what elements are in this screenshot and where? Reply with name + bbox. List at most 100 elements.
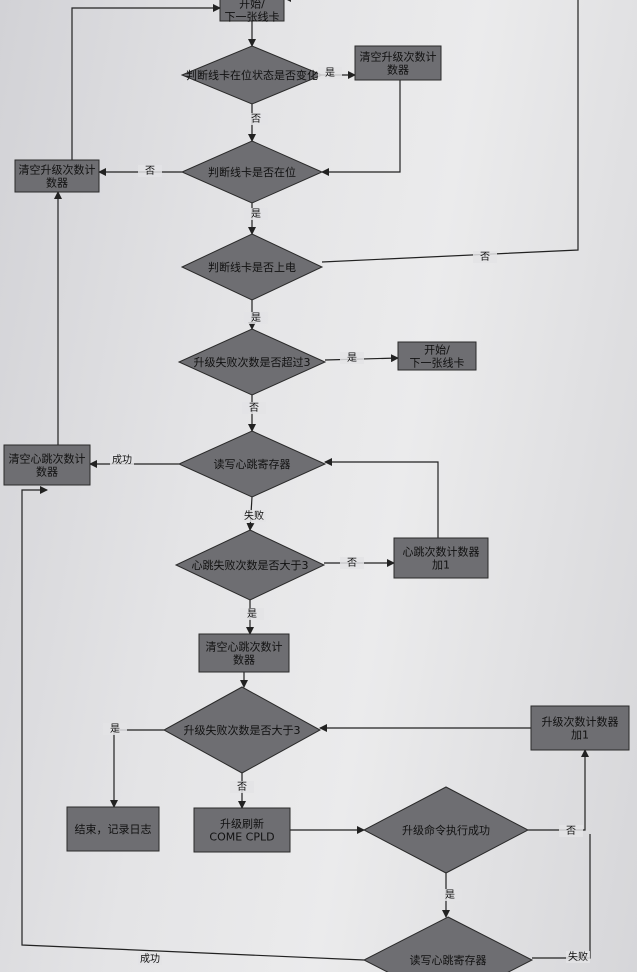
clear-heartbeat-counter-box: [198, 633, 290, 673]
connector-16: [324, 458, 439, 538]
decision-rw-heartbeat-register-2: 读写心跳寄存器: [362, 916, 534, 972]
decision-upgrade-fail-over-3-label: 升级失败次数是否超过3: [194, 355, 311, 369]
edge-label-bg: [318, 67, 342, 79]
decision-card-state-changed: 判断线卡在位状态是否变化: [180, 45, 324, 105]
start-next-card-top-box: [219, 0, 285, 22]
edge-label-yes: 是: [247, 608, 257, 620]
heartbeat-counter-increment-label: 加1: [432, 559, 450, 572]
decision-card-state-changed-label: 判断线卡在位状态是否变化: [186, 68, 318, 82]
decision-heartbeat-fail-over-3-diamond: [174, 529, 326, 601]
upgrade-counter-increment-box: [530, 705, 630, 751]
start-next-card: 开始/下一张线卡: [397, 341, 477, 371]
connector-20: [110, 729, 164, 808]
edge-label-bg: [244, 312, 268, 324]
clear-upgrade-counter-left-box: [14, 159, 100, 193]
edge-label-no: 否: [251, 113, 261, 125]
edge-label-bg: [566, 951, 590, 963]
decision-heartbeat-fail-over-3-label: 心跳失败次数是否大于3: [192, 558, 309, 572]
clear-upgrade-counter-top-label: 数器: [387, 64, 409, 77]
edge-label-yes: 是: [251, 312, 261, 324]
edge-label-bg: [138, 165, 162, 177]
edge-label-bg: [244, 208, 268, 220]
decision-upgrade-command-ok: 升级命令执行成功: [362, 786, 530, 874]
heartbeat-counter-increment-label: 心跳次数计数器: [403, 545, 480, 559]
edge-label-yes: 是: [110, 723, 120, 735]
decision-upgrade-fail-over-3: 升级失败次数是否超过3: [177, 328, 327, 396]
edge-label-yes: 是: [251, 208, 261, 220]
decision-card-in-slot: 判断线卡是否在位: [180, 140, 324, 204]
edge-label-bg: [110, 454, 134, 466]
clear-heartbeat-counter-left-label: 清空心跳次数计: [9, 452, 86, 466]
decision-heartbeat-fail-over-3: 心跳失败次数是否大于3: [174, 529, 326, 601]
clear-upgrade-counter-top-label: 清空升级次数计: [360, 50, 437, 64]
decision-upgrade-fail-over-3b-diamond: [162, 686, 322, 774]
start-next-card-box: [397, 341, 477, 371]
upgrade-counter-increment-label: 加1: [571, 729, 589, 742]
clear-upgrade-counter-left-label: 数器: [46, 177, 68, 190]
edge-label-no: 否: [249, 402, 259, 414]
edge-label-yes: 是: [445, 889, 455, 901]
decision-card-in-slot-label: 判断线卡是否在位: [208, 165, 296, 179]
clear-upgrade-counter-top-box: [354, 45, 442, 81]
edge-label-bg: [438, 889, 462, 901]
clear-upgrade-counter-left-label: 清空升级次数计: [19, 163, 96, 177]
decision-card-powered: 判断线卡是否上电: [180, 233, 324, 301]
connector-26: [21, 486, 365, 961]
edge-label-no: 否: [347, 557, 357, 569]
decision-upgrade-fail-over-3b-label: 升级失败次数是否大于3: [184, 723, 301, 737]
start-next-card-top: 开始/下一张线卡: [219, 0, 285, 24]
decision-rw-heartbeat-register-2-label: 读写心跳寄存器: [410, 953, 487, 967]
decision-rw-heartbeat-register: 读写心跳寄存器: [177, 430, 327, 498]
decision-upgrade-fail-over-3b: 升级失败次数是否大于3: [162, 686, 322, 774]
edge-label-bg: [340, 557, 364, 569]
edge-label-bg: [103, 723, 127, 735]
decision-rw-heartbeat-register-label: 读写心跳寄存器: [214, 457, 291, 471]
edge-label-bg: [240, 608, 264, 620]
decision-card-state-changed-diamond: [180, 45, 324, 105]
edge-label-no: 否: [145, 165, 155, 177]
clear-heartbeat-counter-label: 清空心跳次数计: [206, 640, 283, 654]
end-write-log-label: 结束，记录日志: [75, 823, 152, 836]
start-next-card-top-label: 开始/: [239, 0, 265, 11]
clear-heartbeat-counter-label: 数器: [233, 654, 255, 667]
decision-card-powered-diamond: [180, 233, 324, 301]
edge-label-success: 成功: [112, 454, 132, 466]
start-next-card-label: 下一张线卡: [410, 356, 465, 370]
edge-label-fail: 失败: [568, 950, 588, 963]
upgrade-counter-increment-label: 升级次数计数器: [542, 715, 619, 729]
decision-card-in-slot-diamond: [180, 140, 324, 204]
clear-heartbeat-counter-left-box: [3, 444, 91, 486]
upgrade-refresh-come-cpld-box: [193, 807, 291, 853]
clear-heartbeat-counter-left-label: 数器: [36, 466, 58, 479]
edge-label-bg: [559, 825, 583, 837]
edge-label-bg: [138, 953, 162, 965]
edge-label-bg: [242, 402, 266, 414]
upgrade-refresh-come-cpld-label: 升级刷新: [220, 817, 264, 831]
edge-label-bg: [230, 781, 254, 793]
edge-label-no: 否: [237, 781, 247, 793]
edge-label-yes: 是: [347, 352, 357, 364]
edge-label-fail: 失败: [244, 509, 264, 522]
decision-upgrade-command-ok-diamond: [362, 786, 530, 874]
decision-card-powered-label: 判断线卡是否上电: [208, 260, 296, 274]
edge-label-yes: 是: [325, 67, 335, 79]
connector-23: [528, 749, 589, 831]
connector-7: [321, 0, 579, 263]
end-write-log-box: [66, 806, 160, 852]
edge-label-bg: [340, 352, 364, 364]
edge-label-bg: [242, 510, 266, 522]
decision-upgrade-command-ok-label: 升级命令执行成功: [402, 823, 490, 837]
decision-upgrade-fail-over-3-diamond: [177, 328, 327, 396]
upgrade-refresh-come-cpld-label: COME CPLD: [209, 831, 274, 844]
edge-label-success: 成功: [140, 953, 160, 965]
edge-label-no: 否: [566, 825, 576, 837]
